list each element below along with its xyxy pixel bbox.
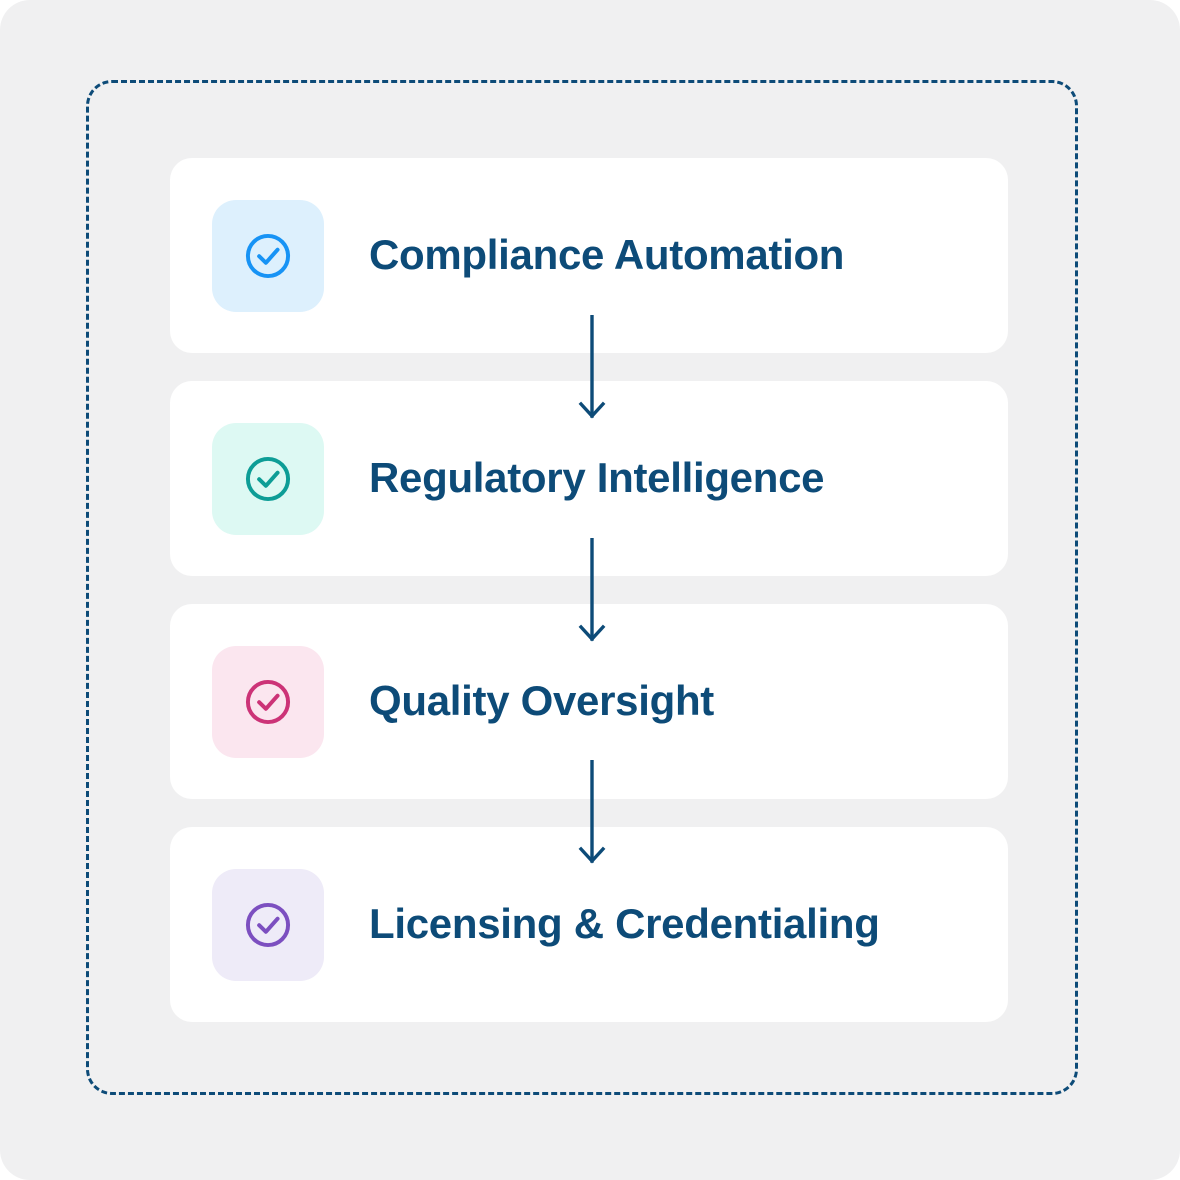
circle-check-icon bbox=[240, 451, 296, 507]
process-step-list: Compliance Automation Regulatory Intelli… bbox=[170, 158, 1008, 1022]
circle-check-icon bbox=[240, 897, 296, 953]
icon-tile bbox=[212, 199, 324, 312]
circle-check-icon bbox=[240, 228, 296, 284]
process-step-card[interactable]: Quality Oversight bbox=[170, 604, 1008, 799]
process-step-card[interactable]: Licensing & Credentialing bbox=[170, 827, 1008, 1022]
circle-check-icon bbox=[240, 674, 296, 730]
dashed-process-container bbox=[86, 80, 1078, 1095]
process-step-card[interactable]: Compliance Automation bbox=[170, 158, 1008, 353]
step-label: Compliance Automation bbox=[369, 231, 845, 279]
step-label: Quality Oversight bbox=[369, 677, 714, 725]
icon-tile bbox=[212, 868, 324, 981]
process-step-card[interactable]: Regulatory Intelligence bbox=[170, 381, 1008, 576]
step-label: Licensing & Credentialing bbox=[369, 900, 880, 948]
icon-tile bbox=[212, 645, 324, 758]
icon-tile bbox=[212, 422, 324, 535]
step-label: Regulatory Intelligence bbox=[369, 454, 825, 502]
